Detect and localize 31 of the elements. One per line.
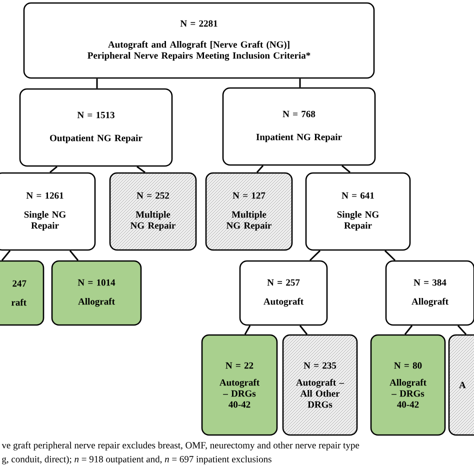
- flow-box: N = 80 Allograft – DRGs 40-42: [370, 334, 446, 436]
- flow-box: A: [448, 334, 474, 436]
- footnote-text: g, conduit, direct); n = 918 outpatient and, n = 697 inpatient exclusions: [2, 456, 272, 464]
- connector-line: [1, 250, 11, 261]
- connector-line: [69, 250, 79, 261]
- connector-line: [256, 165, 264, 173]
- flow-box: N = 1014 Allograft: [51, 260, 142, 326]
- connector-line: [404, 325, 413, 335]
- connector-line: [299, 78, 301, 88]
- flow-box: N = 235 Autograft – All Other DRGs: [282, 334, 358, 436]
- flow-box: N = 1513 Outpatient NG Repair: [19, 88, 173, 167]
- connector-line: [342, 165, 350, 173]
- flow-box: N = 127 Multiple NG Repair: [205, 172, 293, 251]
- flow-box: N = 768 Inpatient NG Repair: [222, 87, 376, 166]
- flow-box: N = 2281 Autograft and Allograft [Nerve Graft (NG)] Peripheral Nerve Repairs Meeting Inclusion Criteria*: [23, 2, 375, 79]
- footnote-text: ve graft peripheral nerve repair excludes breast, OMF, neurectomy and other nerve repair type: [2, 442, 360, 450]
- flow-box: N = 22 Autograft – DRGs 40-42: [201, 334, 278, 436]
- flow-box: N = 252 Multiple NG Repair: [109, 172, 197, 251]
- connector-line: [384, 250, 396, 261]
- connector-line: [299, 325, 308, 335]
- connector-line: [96, 78, 98, 88]
- flow-box: N = 641 Single NG Repair: [305, 172, 411, 251]
- connector-line: [309, 250, 321, 261]
- flow-box: N = 257 Autograft: [239, 260, 328, 326]
- connector-line: [457, 325, 467, 335]
- flow-box: N = 384 Allograft: [385, 260, 474, 326]
- connector-line: [50, 166, 58, 173]
- connector-line: [136, 166, 146, 173]
- flow-box: 247 raft: [0, 260, 44, 326]
- connector-line: [244, 325, 251, 335]
- flow-box: N = 1261 Single NG Repair: [0, 172, 96, 251]
